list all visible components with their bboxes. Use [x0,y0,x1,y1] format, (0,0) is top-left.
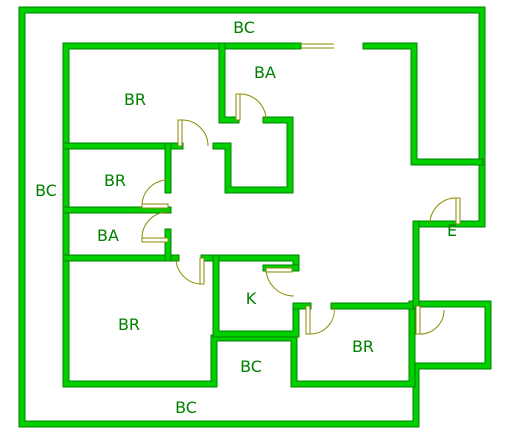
door-kitchen[interactable] [265,267,295,297]
label-ba-left: BA [97,226,119,245]
door-bedroom-middle-left[interactable] [141,179,169,209]
bedroom-bottom-right-walls [293,301,415,309]
door-entry[interactable] [429,197,461,225]
door-entry-closet[interactable] [415,305,445,335]
label-bc-inner: BC [240,357,262,376]
label-bc-top: BC [233,18,255,37]
bath-left-partition [63,255,299,271]
walls [18,6,492,428]
label-kitchen: K [246,289,257,308]
label-entry: E [447,221,457,240]
room-labels: BC BC BC BC BR BR BR BR BA BA K E [35,18,457,417]
door-bedroom-top-left[interactable] [177,119,209,147]
door-bath-left[interactable] [141,211,169,243]
outer-boundary-wall [19,7,491,427]
bath-top-walls [213,43,293,193]
unit-outer-wall [63,43,415,387]
label-br-bottom-left: BR [118,315,140,334]
label-bc-left: BC [35,181,57,200]
window-opening [300,43,334,49]
door-bedroom-bottom-left[interactable] [175,257,205,285]
doors [141,93,461,335]
unit-top-right-wall [363,43,483,165]
label-br-top-left: BR [124,90,146,109]
label-ba-top: BA [254,63,276,82]
label-bc-bottom: BC [175,398,197,417]
door-bath-top[interactable] [235,93,267,121]
label-br-bottom-right: BR [352,337,374,356]
door-bedroom-bottom-right[interactable] [305,305,335,335]
label-br-middle-left: BR [104,171,126,190]
